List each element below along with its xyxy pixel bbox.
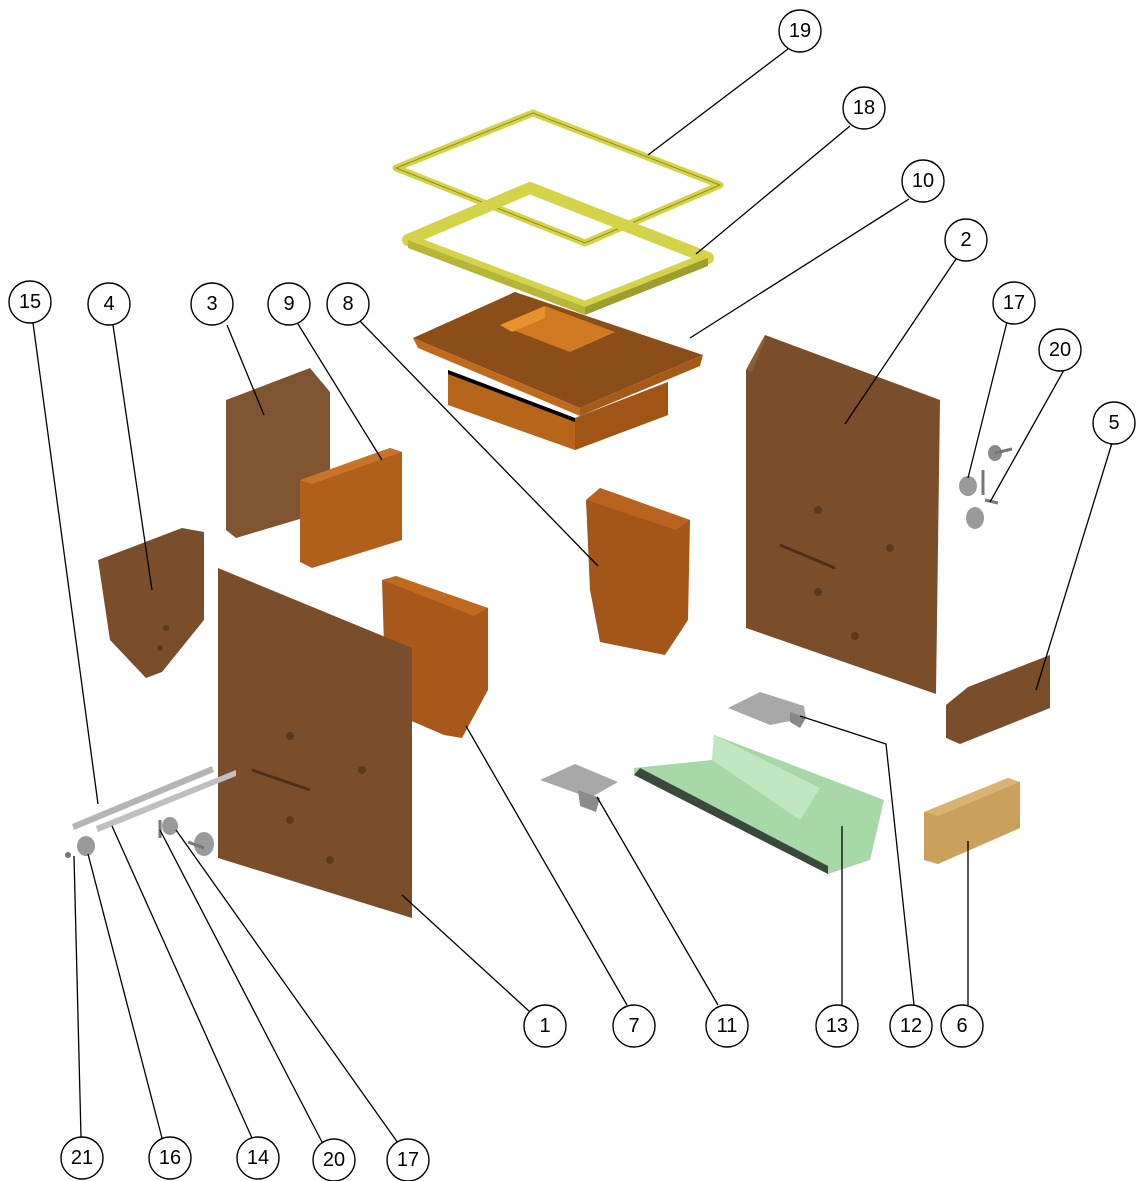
callout-9: 9 bbox=[267, 282, 311, 326]
callout-4-label: 4 bbox=[103, 293, 114, 315]
callout-6: 6 bbox=[940, 1004, 984, 1048]
part-14-15-rods bbox=[72, 766, 236, 832]
callout-1: 1 bbox=[523, 1004, 567, 1048]
callout-16-label: 16 bbox=[159, 1147, 181, 1169]
callout-16: 16 bbox=[148, 1136, 192, 1180]
callout-20-right-label: 20 bbox=[1049, 339, 1071, 361]
callout-17-left: 17 bbox=[386, 1138, 430, 1181]
callout-18-label: 18 bbox=[853, 97, 875, 119]
part-4-block bbox=[98, 528, 204, 678]
callout-3-label: 3 bbox=[206, 293, 217, 315]
callout-5: 5 bbox=[1092, 401, 1136, 445]
leader-lines bbox=[32, 48, 1113, 1144]
part-19-top-frame bbox=[392, 109, 724, 247]
callout-15-label: 15 bbox=[19, 291, 41, 313]
left-hardware bbox=[65, 817, 214, 858]
part-2-right-panel bbox=[746, 335, 940, 694]
callout-17-right: 17 bbox=[992, 281, 1036, 325]
callout-3: 3 bbox=[190, 282, 234, 326]
callout-17-left-label: 17 bbox=[397, 1149, 419, 1171]
callout-13-label: 13 bbox=[826, 1015, 848, 1037]
callout-19-label: 19 bbox=[789, 20, 811, 42]
callout-17-right-label: 17 bbox=[1003, 292, 1025, 314]
callout-21: 21 bbox=[60, 1136, 104, 1180]
callout-14-label: 14 bbox=[247, 1147, 269, 1169]
callouts: 19 18 10 2 17 20 5 15 4 3 9 8 1 7 11 13 … bbox=[8, 9, 1136, 1181]
callout-20-right: 20 bbox=[1038, 328, 1082, 372]
callout-11: 11 bbox=[705, 1004, 749, 1048]
part-11-bracket bbox=[540, 764, 618, 812]
callout-15: 15 bbox=[8, 280, 52, 324]
part-1-left-panel bbox=[218, 568, 412, 918]
callout-10-label: 10 bbox=[912, 170, 934, 192]
callout-20-left-label: 20 bbox=[323, 1149, 345, 1171]
part-18-lower-frame bbox=[402, 182, 714, 315]
callout-1-label: 1 bbox=[539, 1015, 550, 1037]
callout-18: 18 bbox=[842, 86, 886, 130]
callout-20-left: 20 bbox=[312, 1138, 356, 1181]
right-hardware bbox=[959, 445, 1013, 529]
callout-7: 7 bbox=[612, 1004, 656, 1048]
callout-11-label: 11 bbox=[717, 1015, 738, 1037]
callout-14: 14 bbox=[236, 1136, 280, 1180]
part-8-chute bbox=[586, 488, 690, 655]
callout-10: 10 bbox=[901, 159, 945, 203]
callout-12: 12 bbox=[889, 1004, 933, 1048]
part-5-small-block bbox=[946, 655, 1050, 744]
callout-13: 13 bbox=[815, 1004, 859, 1048]
callout-6-label: 6 bbox=[956, 1015, 967, 1037]
part-9-block bbox=[300, 448, 402, 568]
callout-12-label: 12 bbox=[900, 1015, 922, 1037]
callout-2-label: 2 bbox=[960, 229, 971, 251]
callout-4: 4 bbox=[87, 282, 131, 326]
callout-19: 19 bbox=[778, 9, 822, 53]
callout-8-label: 8 bbox=[342, 293, 353, 315]
callout-9-label: 9 bbox=[283, 293, 294, 315]
part-13-green-tray bbox=[634, 735, 884, 874]
callout-5-label: 5 bbox=[1108, 412, 1119, 434]
callout-2: 2 bbox=[944, 218, 988, 262]
callout-7-label: 7 bbox=[628, 1015, 639, 1037]
part-6-light-block bbox=[924, 778, 1020, 864]
callout-8: 8 bbox=[326, 282, 370, 326]
part-12-bracket bbox=[728, 692, 806, 728]
part-10-hopper-top bbox=[413, 292, 703, 450]
callout-21-label: 21 bbox=[71, 1147, 93, 1169]
